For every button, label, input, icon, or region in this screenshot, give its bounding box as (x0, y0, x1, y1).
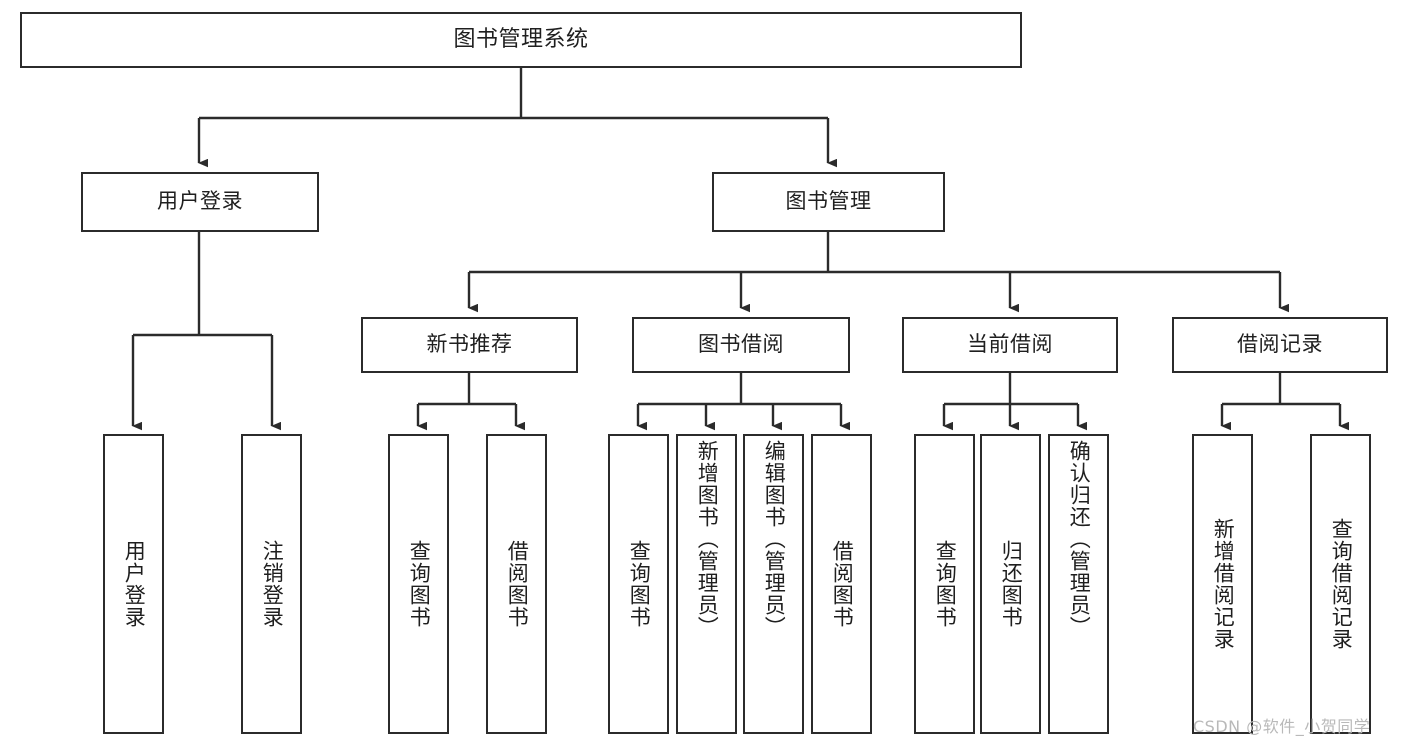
node-leaf-confirm-return[interactable]: 确认归还（管理员） (1048, 434, 1109, 734)
node-borrow-record[interactable]: 借阅记录 (1172, 317, 1388, 373)
node-label: 图书借阅 (698, 332, 784, 357)
node-label: 新书推荐 (426, 332, 513, 357)
edges-current-borrow-to-leaves (942, 373, 1087, 431)
node-label: 用户登录 (157, 189, 243, 214)
csdn-watermark: CSDN @软件_小贺同学 (1193, 717, 1371, 736)
node-leaf-query-book-1[interactable]: 查询图书 (388, 434, 449, 734)
node-book-borrow[interactable]: 图书借阅 (632, 317, 850, 373)
edges-user-login-to-leaves (131, 232, 281, 431)
node-label: 注销登录 (260, 540, 285, 628)
node-label: 借阅图书 (830, 540, 855, 628)
node-leaf-query-book-3[interactable]: 查询图书 (914, 434, 975, 734)
node-leaf-query-book-2[interactable]: 查询图书 (608, 434, 669, 734)
node-label: 归还图书 (999, 540, 1024, 628)
node-label: 用户登录 (122, 540, 147, 628)
node-user-login[interactable]: 用户登录 (81, 172, 319, 232)
node-label: 图书管理 (785, 189, 872, 214)
node-label: 借阅记录 (1237, 332, 1323, 357)
edges-root-to-level2 (197, 68, 837, 168)
node-leaf-borrow-book-2[interactable]: 借阅图书 (811, 434, 872, 734)
node-label: 查询图书 (407, 540, 432, 628)
node-current-borrow[interactable]: 当前借阅 (902, 317, 1118, 373)
node-label: 编辑图书（管理员） (762, 440, 787, 638)
node-label: 确认归还（管理员） (1067, 440, 1092, 638)
node-leaf-user-login[interactable]: 用户登录 (103, 434, 164, 734)
node-leaf-query-record[interactable]: 查询借阅记录 (1310, 434, 1371, 734)
node-label: 新增借阅记录 (1211, 518, 1236, 650)
node-leaf-add-record[interactable]: 新增借阅记录 (1192, 434, 1253, 734)
edges-book-borrow-to-leaves (636, 373, 850, 431)
node-leaf-return-book[interactable]: 归还图书 (980, 434, 1041, 734)
node-label: 查询借阅记录 (1329, 518, 1354, 650)
node-leaf-logout-login[interactable]: 注销登录 (241, 434, 302, 734)
node-book-management[interactable]: 图书管理 (712, 172, 945, 232)
node-label: 借阅图书 (505, 540, 530, 628)
edges-new-book-recommend-to-leaves (416, 373, 525, 431)
node-label: 当前借阅 (967, 332, 1053, 357)
edges-book-management-to-level3 (467, 232, 1289, 313)
node-label: 新增图书（管理员） (695, 440, 720, 638)
node-leaf-add-book[interactable]: 新增图书（管理员） (676, 434, 737, 734)
node-leaf-edit-book[interactable]: 编辑图书（管理员） (743, 434, 804, 734)
node-label: 查询图书 (627, 540, 652, 628)
node-label: 查询图书 (933, 540, 958, 628)
edges-borrow-record-to-leaves (1220, 373, 1349, 431)
node-leaf-borrow-book-1[interactable]: 借阅图书 (486, 434, 547, 734)
node-new-book-recommend[interactable]: 新书推荐 (361, 317, 578, 373)
node-root-system[interactable]: 图书管理系统 (20, 12, 1022, 68)
node-label: 图书管理系统 (453, 27, 589, 53)
